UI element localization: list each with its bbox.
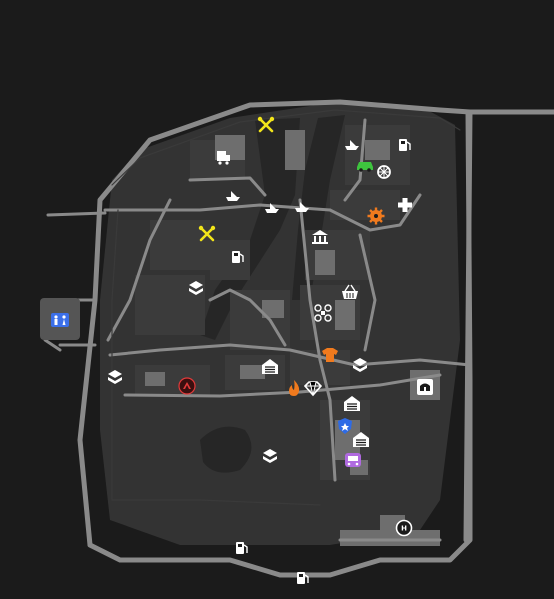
wrench-icon[interactable] bbox=[198, 225, 216, 242]
fuel-pump-icon[interactable] bbox=[399, 139, 411, 151]
bank-icon[interactable] bbox=[312, 230, 328, 244]
pond bbox=[200, 426, 252, 473]
supply-crate-icon[interactable] bbox=[353, 358, 367, 372]
fuel-pump-icon[interactable] bbox=[232, 251, 244, 263]
supply-crate-icon[interactable] bbox=[108, 370, 122, 384]
wheel-icon[interactable] bbox=[377, 165, 391, 179]
police-badge-icon[interactable] bbox=[338, 418, 352, 434]
bunker-icon[interactable] bbox=[178, 377, 196, 395]
city-blocks bbox=[135, 125, 440, 546]
diamond-icon[interactable] bbox=[303, 381, 323, 397]
boat-icon[interactable] bbox=[345, 140, 359, 150]
fire-icon[interactable] bbox=[289, 380, 300, 396]
boat-icon[interactable] bbox=[226, 191, 240, 201]
map-blips[interactable]: H bbox=[51, 116, 433, 584]
clothing-store-icon[interactable] bbox=[322, 348, 338, 362]
garage-icon[interactable] bbox=[262, 359, 278, 374]
wrench-icon[interactable] bbox=[257, 116, 275, 133]
supply-crate-icon[interactable] bbox=[263, 449, 277, 463]
drone-icon[interactable] bbox=[314, 304, 332, 322]
car-icon[interactable] bbox=[357, 162, 373, 172]
boat-icon[interactable] bbox=[295, 202, 309, 212]
garage-icon[interactable] bbox=[353, 432, 369, 447]
shopping-basket-icon[interactable] bbox=[342, 284, 358, 299]
water-channel-west bbox=[200, 118, 300, 340]
medical-cross-icon[interactable] bbox=[398, 198, 412, 212]
fuel-pump-icon[interactable] bbox=[297, 572, 309, 584]
helipad-icon[interactable]: H bbox=[395, 519, 413, 537]
truck-icon[interactable] bbox=[217, 151, 230, 165]
boat-icon[interactable] bbox=[265, 203, 279, 213]
gear-icon[interactable] bbox=[367, 207, 385, 225]
supply-crate-icon[interactable] bbox=[189, 281, 203, 295]
restroom-icon[interactable] bbox=[51, 313, 69, 327]
garage-icon[interactable] bbox=[344, 396, 360, 411]
fuel-pump-icon[interactable] bbox=[236, 542, 248, 554]
hangar-icon[interactable] bbox=[417, 379, 433, 395]
helipad-label: H bbox=[401, 525, 407, 533]
bus-icon[interactable] bbox=[345, 453, 361, 467]
